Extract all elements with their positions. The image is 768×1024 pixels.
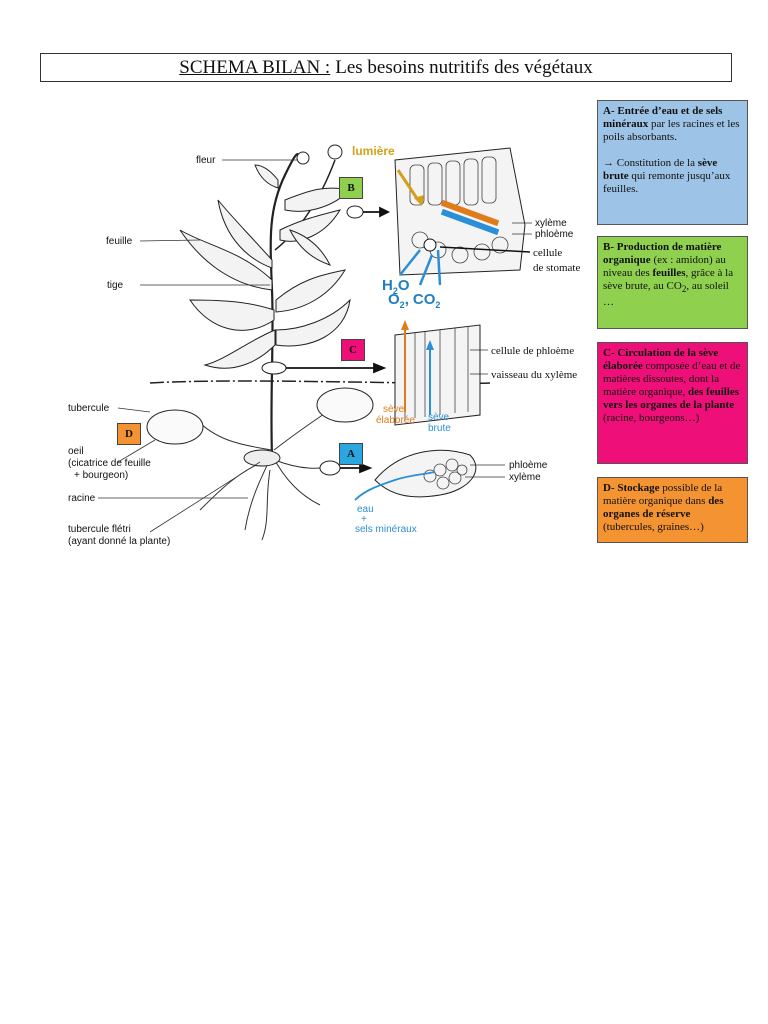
stem-detail [394, 320, 481, 426]
leader-stomate [439, 246, 531, 253]
label-seve-brute-1: sève [428, 412, 450, 423]
leaf-highlight [346, 205, 364, 219]
info-box-c: C- Circulation de la sève élaborée compo… [597, 342, 748, 464]
info-box-b: B- Production de matière organique (ex :… [597, 236, 748, 329]
box-d-text-1: possible de la matière organique dans [603, 482, 723, 507]
box-a-bold-2: sève brute [603, 157, 718, 182]
leaf-cross-section [394, 147, 526, 286]
detail-arrows [286, 206, 391, 474]
leaves [179, 164, 352, 369]
label-cellule-phloeme: cellule de phloème [491, 345, 574, 357]
label-eau: eau [357, 504, 374, 515]
box-c-text-2: (racine, bourgeons…) [603, 412, 700, 424]
label-leaf-xyleme: xylème [535, 218, 567, 229]
tuber-right [316, 387, 374, 423]
badge-a: A [339, 443, 363, 465]
box-c-text-1: composée d’eau et de matières dissoutes,… [603, 360, 741, 398]
info-box-d: D- Stockage possible de la matière organ… [597, 477, 748, 543]
main-stem [269, 153, 304, 456]
label-oeil-detail-1: (cicatrice de feuille [68, 458, 151, 469]
box-b-text-2: , grâce à la sève brute, au CO [603, 267, 734, 292]
box-d-text-2: (tubercules, graines…) [603, 521, 704, 533]
title-rest: Les besoins nutritifs des végétaux [335, 56, 593, 78]
label-h2o: H2O [382, 277, 410, 296]
label-tige: tige [107, 280, 124, 291]
badge-b: B [339, 177, 363, 199]
box-c-heading: C- Circulation de la sève élaborée [603, 347, 719, 372]
label-leaf-phloeme: phloème [535, 229, 574, 240]
label-fleur: fleur [196, 155, 216, 166]
badge-d: D [117, 423, 141, 445]
box-a-text-1: par les racines et les poils absorbants. [603, 118, 740, 143]
label-stomate: de stomate [533, 262, 580, 274]
label-lumiere: lumière [352, 144, 395, 158]
label-oeil: oeil [68, 446, 84, 457]
box-a-text-3: qui remonte jusqu’aux feuilles. [603, 170, 731, 195]
label-seve-elaboree-2: élaborée [376, 415, 415, 426]
box-a-text-2: → Constitution de la [603, 157, 698, 169]
box-b-bold-2: feuilles [652, 267, 686, 279]
label-tubercule-fletri: tubercule flétri [68, 524, 131, 535]
roots [194, 409, 341, 541]
label-o2-co2: O2,CO2 [388, 291, 440, 310]
label-vaisseau-xyleme: vaisseau du xylème [491, 369, 577, 381]
stem-branch [274, 159, 336, 251]
diagram-title: SCHEMA BILAN : Les besoins nutritifs des… [40, 53, 732, 82]
root-detail [354, 449, 477, 501]
tuber-withered [243, 449, 281, 467]
label-cellule: cellule [533, 247, 562, 259]
badge-c: C [341, 339, 365, 361]
flower-1 [296, 151, 310, 165]
box-b-text-3: , au soleil … [603, 280, 729, 309]
label-tubercule-fletri-detail: (ayant donné la plante) [68, 536, 170, 547]
title-prefix: SCHEMA BILAN : [179, 56, 331, 78]
box-b-heading: B- Production de matière organique [603, 241, 722, 266]
label-tubercule: tubercule [68, 403, 110, 414]
label-root-phloeme: phloème [509, 460, 548, 471]
box-a-heading: A- Entrée d’eau et de sels minéraux [603, 105, 723, 130]
box-d-heading: D- Stockage [603, 482, 660, 494]
flower-2 [327, 144, 343, 160]
label-oeil-detail-2: + bourgeon) [74, 470, 128, 481]
box-c-bold-2: des feuilles vers les organes de la plan… [603, 386, 740, 411]
label-feuille: feuille [106, 236, 133, 247]
label-seve-elaboree-1: sève [383, 404, 405, 415]
label-eau-plus: + [361, 514, 367, 525]
box-b-text-1: (ex : amidon) au niveau des [603, 254, 726, 279]
box-d-bold-2: des organes de réserve [603, 495, 724, 520]
label-racine: racine [68, 493, 96, 504]
label-root-xyleme: xylème [509, 472, 541, 483]
box-b-sub: 2 [681, 284, 687, 295]
leader-lines [98, 159, 298, 533]
label-sels-mineraux: sels minéraux [355, 524, 417, 535]
stem-highlight [261, 361, 287, 375]
info-box-a: A- Entrée d’eau et de sels minéraux par … [597, 100, 748, 225]
tuber-left [146, 409, 204, 445]
label-seve-brute-2: brute [428, 423, 451, 434]
root-tip-highlight [319, 460, 341, 476]
